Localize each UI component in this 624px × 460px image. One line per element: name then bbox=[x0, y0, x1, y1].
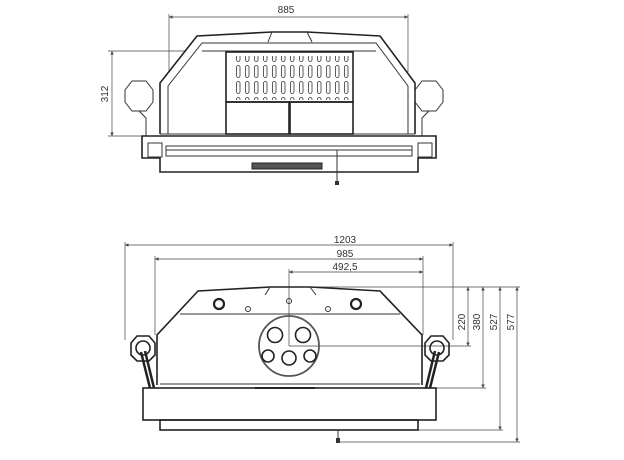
dim-label-380: 380 bbox=[472, 313, 483, 330]
dimension-width-985: 985 bbox=[154, 249, 424, 335]
dim-label-577: 577 bbox=[506, 313, 517, 330]
dimension-height-312: 312 bbox=[100, 50, 185, 137]
handle bbox=[251, 162, 323, 170]
dimension-width-885: 885 bbox=[168, 5, 409, 72]
dim-label-985: 985 bbox=[337, 249, 354, 260]
dim-label-492-5: 492,5 bbox=[332, 262, 357, 273]
dim-label-1203: 1203 bbox=[334, 235, 357, 246]
firebox-front-outline bbox=[156, 286, 423, 385]
dim-label-220: 220 bbox=[457, 313, 468, 330]
dim-label-527: 527 bbox=[489, 313, 500, 330]
front-frame bbox=[142, 387, 437, 443]
dimension-center-492-5: 492,5 bbox=[288, 262, 423, 346]
right-connector-front bbox=[424, 335, 450, 389]
dimension-width-1203: 1203 bbox=[124, 235, 454, 340]
front-view: 1203 985 492,5 220 380 527 577 bbox=[124, 235, 520, 443]
right-connector bbox=[414, 80, 444, 112]
firebox-top-outline bbox=[159, 31, 416, 135]
top-view: 885 312 bbox=[100, 5, 444, 185]
vertical-dimensions: 220 380 527 577 bbox=[289, 286, 520, 443]
dim-label-312: 312 bbox=[100, 85, 111, 102]
dim-label-885: 885 bbox=[278, 5, 295, 16]
left-connector bbox=[124, 80, 154, 112]
left-connector-front bbox=[130, 335, 156, 389]
front-frame-top bbox=[141, 135, 437, 185]
flue-outlet bbox=[258, 315, 320, 377]
